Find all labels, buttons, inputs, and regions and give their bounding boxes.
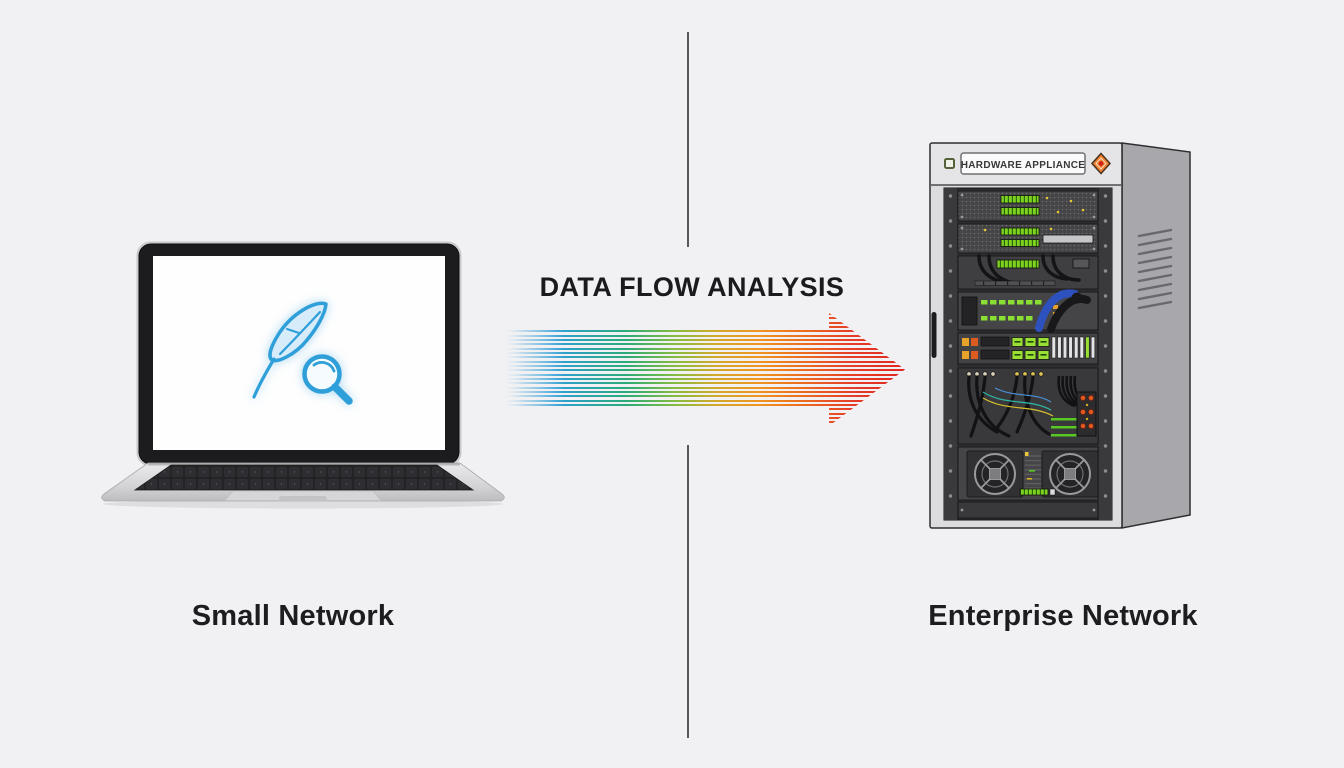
- blue-cable-arm: [1035, 289, 1079, 332]
- rack-side-panel: [1121, 142, 1191, 529]
- blue-wire: [994, 387, 1052, 403]
- laptop-keyboard: [133, 464, 475, 491]
- led-display: [996, 259, 1040, 269]
- yellow-wire: [982, 397, 1054, 417]
- arrow-stripe: [507, 382, 905, 385]
- green-readouts: [1011, 337, 1050, 360]
- nameplate-box: [960, 152, 1086, 175]
- rack-unit-cabling: [957, 367, 1099, 445]
- status-diamond-icon: [1090, 152, 1112, 175]
- indicator-lights: [962, 338, 978, 359]
- rail-screws: [948, 194, 1108, 498]
- arrow-stripes: [507, 313, 905, 426]
- arrow-stripe: [507, 347, 905, 350]
- io-module: [1072, 258, 1090, 269]
- laptop-screen: [153, 256, 445, 450]
- status-display: [1019, 488, 1049, 496]
- vent-strip: [974, 280, 1056, 286]
- data-flow-arrow-icon: [507, 313, 905, 426]
- center-divider-top: [687, 32, 689, 247]
- caption-small-network: Small Network: [191, 600, 395, 632]
- caption-enterprise-network: Enterprise Network: [928, 600, 1198, 632]
- rack-door-handle: [931, 312, 937, 358]
- rack-unit-server-1: [957, 190, 1099, 222]
- arrow-stripe: [507, 334, 905, 337]
- magnifying-glass-icon: [302, 354, 353, 405]
- rack-rail-left: [944, 188, 957, 520]
- rack-bottom-rail: [957, 501, 1099, 519]
- arrow-stripe: [507, 373, 905, 376]
- rack-unit-fan-tray: [957, 446, 1099, 501]
- arrow-stripe: [507, 321, 905, 324]
- nameplate-label: HARDWARE APPLIANCE: [961, 160, 1086, 171]
- teal-wire: [982, 391, 1052, 411]
- led-display: [1000, 195, 1040, 204]
- black-cable-arm: [1047, 294, 1091, 333]
- arrow-stripe: [507, 421, 905, 424]
- led-display: [1000, 207, 1040, 216]
- server-rack-illustration: HARDWARE APPLIANCE: [929, 142, 1191, 529]
- laptop-illustration: [101, 241, 505, 509]
- rack-rail-right: [1099, 188, 1112, 520]
- rack-unit-switch: [957, 289, 1099, 333]
- arrow-stripe: [507, 338, 905, 342]
- green-label-lines: [1051, 418, 1077, 437]
- fan-icon: [966, 450, 1024, 498]
- led-display: [1000, 239, 1040, 247]
- led-display: [1000, 227, 1040, 236]
- flow-title: DATA FLOW ANALYSIS: [539, 272, 845, 302]
- arrow-stripe: [507, 386, 905, 389]
- laptop-lid-notch: [279, 496, 327, 501]
- rack-unit-patch-panel: [957, 254, 1099, 290]
- psu-module: [961, 296, 978, 326]
- arrow-stripe: [507, 325, 905, 329]
- arrow-stripe: [507, 416, 905, 419]
- arrow-stripe: [507, 356, 905, 359]
- arrow-stripe: [507, 351, 905, 355]
- blade-tray: [1042, 234, 1094, 244]
- arrow-stripe: [507, 317, 905, 320]
- rack-unit-controller: [957, 332, 1099, 365]
- laptop-trackpad: [224, 490, 382, 501]
- blank-slot-array: [1051, 336, 1096, 359]
- led-row: [981, 300, 1042, 321]
- arrow-stripe: [507, 395, 905, 398]
- feather-search-logo: [252, 301, 353, 405]
- feather-icon: [252, 301, 328, 399]
- arrow-stripe: [507, 364, 905, 368]
- arrow-stripe: [507, 390, 905, 394]
- laptop-shadow: [103, 499, 503, 509]
- rack-unit-server-2: [957, 223, 1099, 254]
- arrow-stripe: [507, 369, 905, 372]
- connector-dots: [1079, 394, 1094, 429]
- arrow-fade: [507, 313, 565, 426]
- arrow-stripe: [507, 330, 905, 333]
- arrow-stripe: [507, 408, 905, 411]
- hanging-cables: [967, 375, 1051, 438]
- cable-connectors: [966, 371, 1044, 377]
- arrow-stripe: [507, 313, 905, 316]
- power-led: [1025, 452, 1029, 456]
- laptop-hinge: [148, 463, 460, 466]
- status-square-icon: [944, 158, 955, 169]
- arrow-stripe: [507, 399, 905, 402]
- arrow-stripe: [507, 343, 905, 346]
- arrow-stripe: [507, 412, 905, 415]
- fan-icon: [1041, 450, 1099, 498]
- arrow-stripe: [507, 403, 905, 407]
- side-vent-slots: [1137, 228, 1173, 310]
- center-divider-bottom: [687, 445, 689, 738]
- arrow-stripe: [507, 377, 905, 381]
- arrow-stripe: [507, 360, 905, 363]
